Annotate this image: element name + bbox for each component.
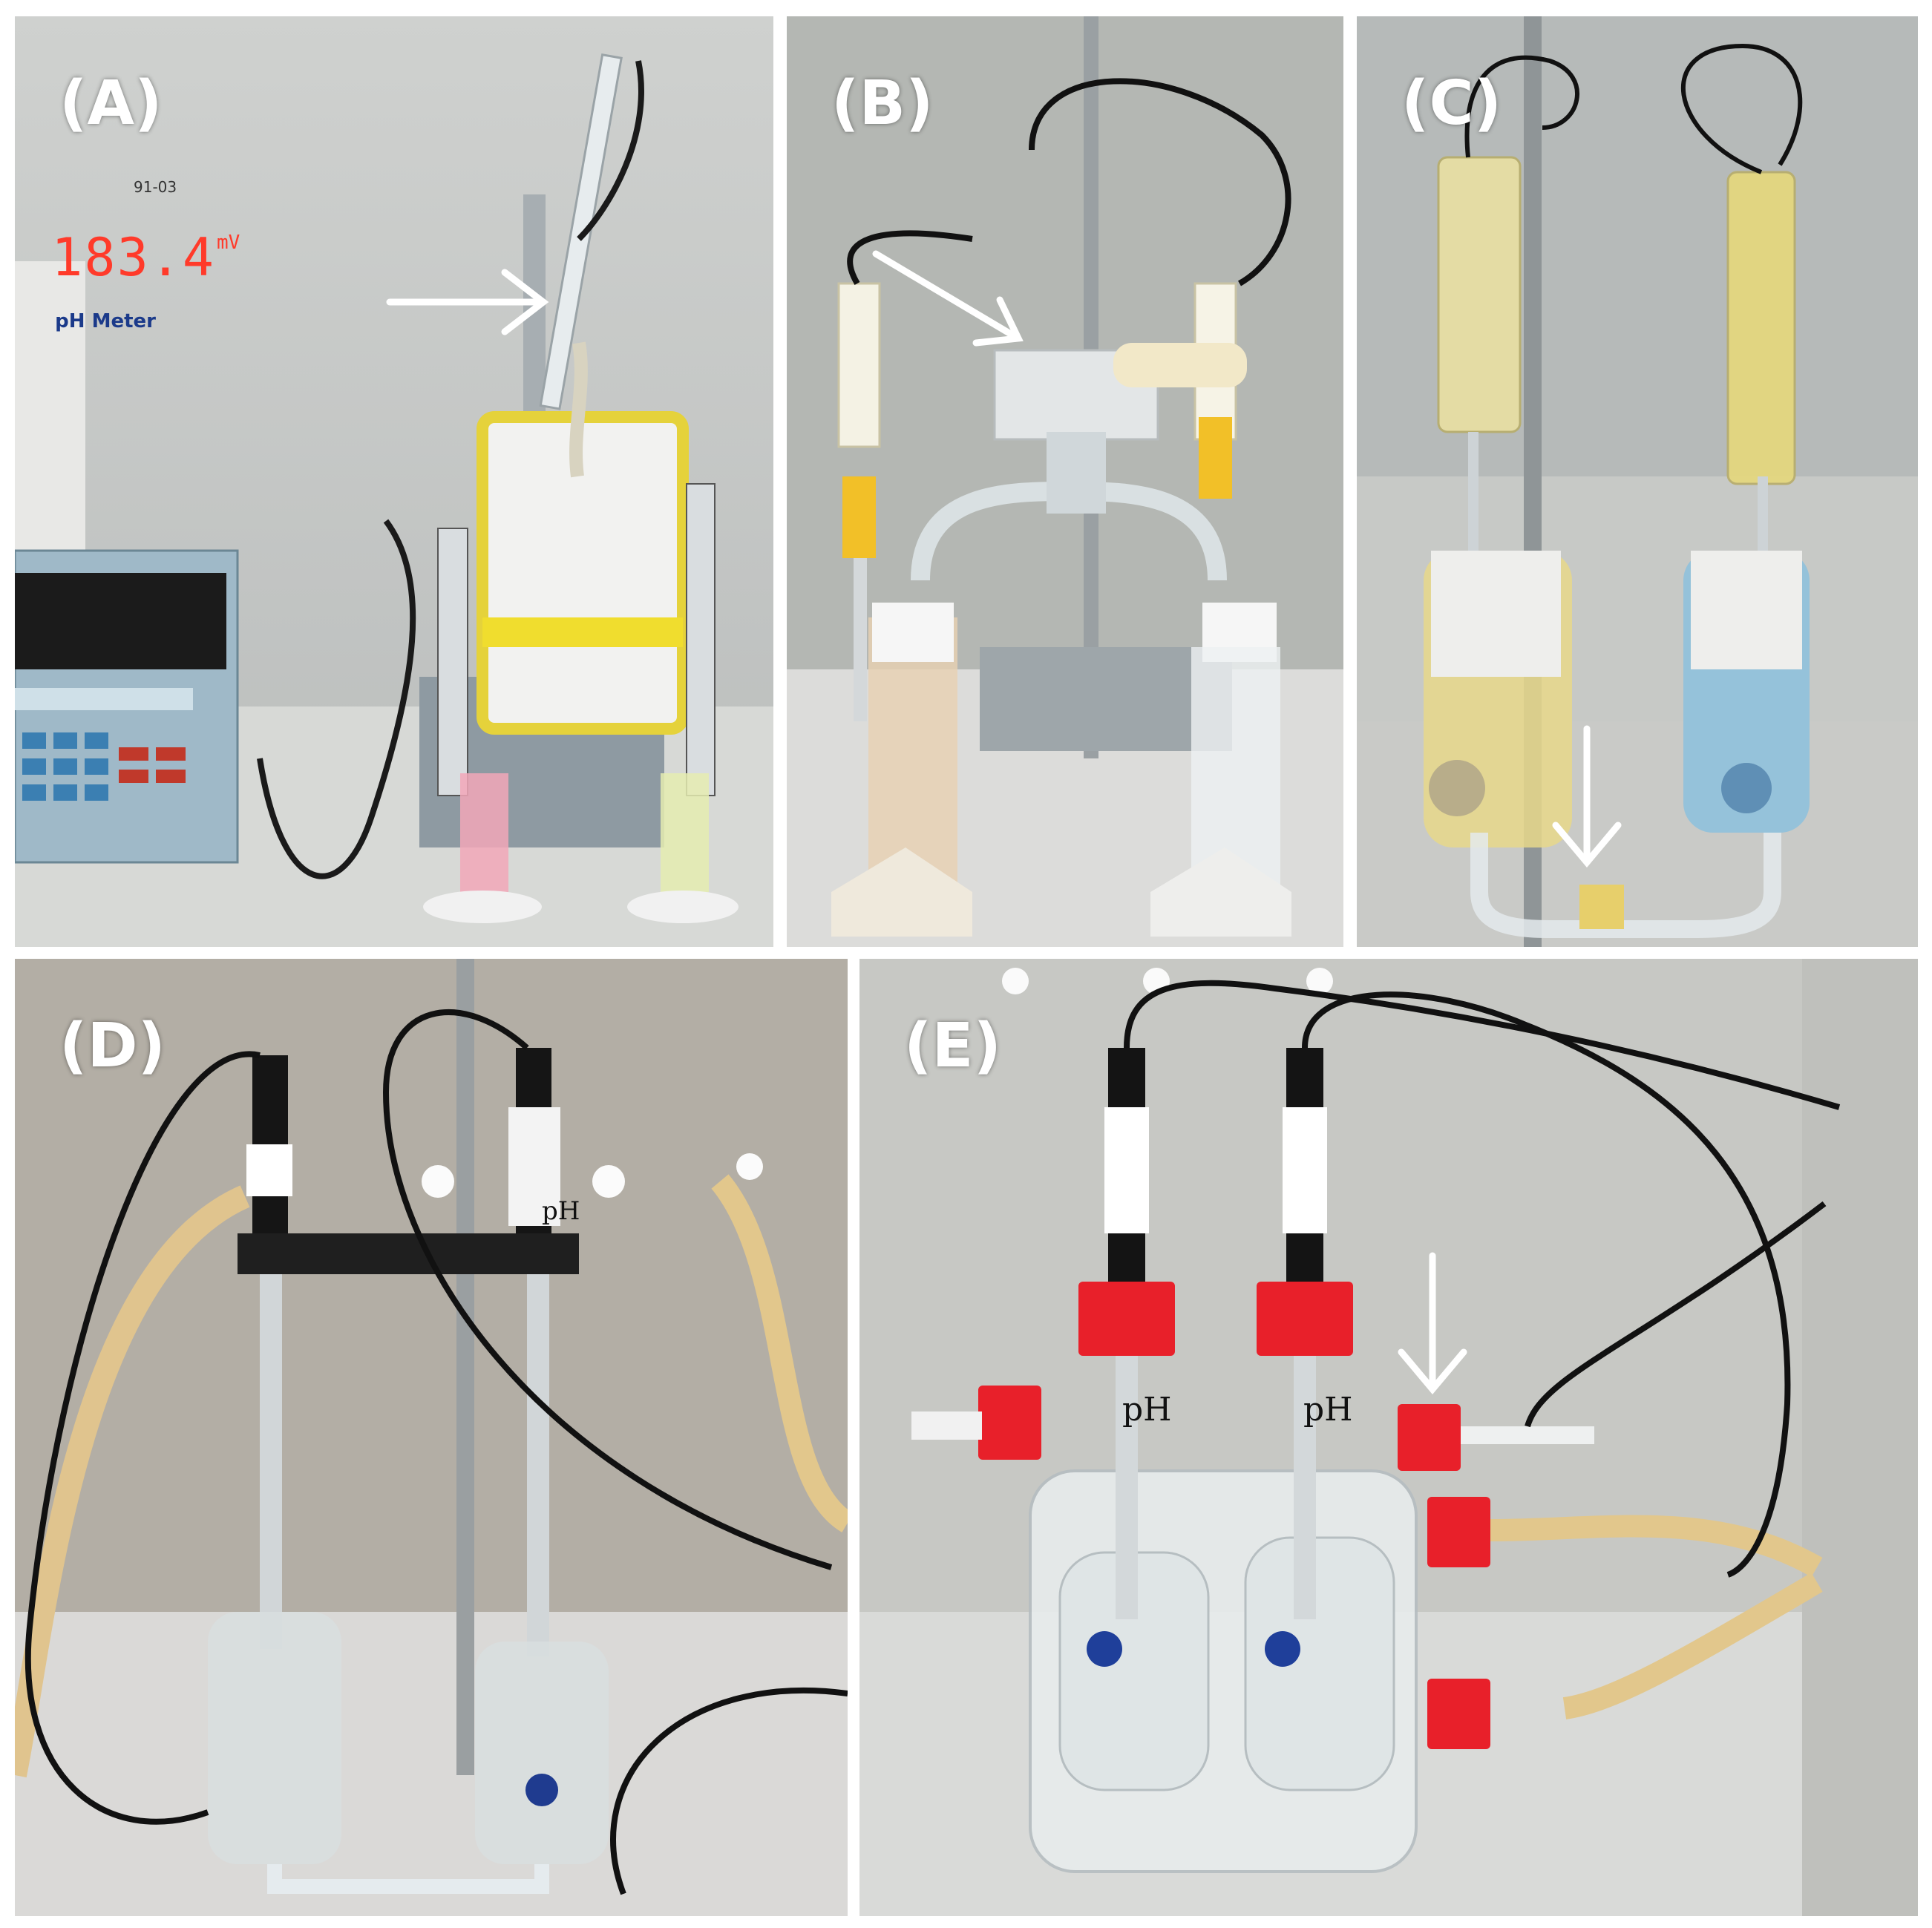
arrow-b bbox=[872, 250, 1024, 347]
panel-c-photo: (C) bbox=[1357, 16, 1918, 947]
meter-unit: mV bbox=[217, 232, 240, 254]
arrow-c bbox=[1552, 725, 1622, 868]
meter-name: pH Meter bbox=[55, 310, 156, 332]
panel-a-label: (A) bbox=[59, 68, 163, 139]
panel-d-scene bbox=[15, 959, 848, 1916]
panel-e-label: (E) bbox=[904, 1011, 1001, 1081]
panel-a-scene bbox=[15, 16, 773, 947]
probe-label-e-right: pH bbox=[1303, 1391, 1353, 1429]
probe-label-d: pH bbox=[542, 1196, 580, 1226]
meter-model-code: 91-03 bbox=[134, 178, 177, 196]
panel-e-scene bbox=[859, 959, 1918, 1916]
panel-c-scene bbox=[1357, 16, 1918, 947]
panel-b-scene bbox=[787, 16, 1343, 947]
panel-d-label: (D) bbox=[59, 1011, 166, 1081]
tan-solution-vessel bbox=[868, 617, 957, 892]
arrow-e bbox=[1398, 1252, 1467, 1394]
right-cell-vessel bbox=[475, 1642, 609, 1864]
pink-solution-vessel bbox=[460, 773, 508, 892]
panel-b-photo: (B) bbox=[787, 16, 1343, 947]
panel-b-label: (B) bbox=[831, 68, 934, 139]
left-cell-vessel bbox=[208, 1612, 341, 1864]
red-caps bbox=[978, 1282, 1490, 1749]
panel-c-label: (C) bbox=[1401, 68, 1502, 139]
probe-label-e-left: pH bbox=[1122, 1391, 1172, 1429]
panel-a-photo: 91-03 183.4 mV pH Meter (A) bbox=[15, 16, 773, 947]
arrow-a bbox=[386, 269, 549, 335]
meter-readout: 183.4 bbox=[51, 227, 215, 288]
panel-e-photo: pH pH (E) bbox=[859, 959, 1918, 1916]
panel-d-photo: pH (D) bbox=[15, 959, 848, 1916]
